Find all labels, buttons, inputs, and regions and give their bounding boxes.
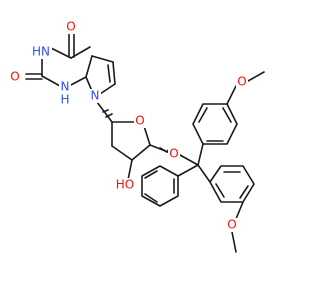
bond (215, 183, 225, 198)
bond (85, 55, 93, 78)
bond (102, 109, 109, 113)
atom-label-oxygen: O (66, 20, 75, 34)
bond (127, 159, 133, 181)
bond (144, 170, 158, 179)
bond (159, 147, 168, 153)
glycosidic-bond (96, 101, 113, 123)
bond (144, 193, 158, 203)
trityl-center (177, 143, 211, 183)
atom-label-nitrogen: N (91, 89, 100, 103)
lower-anisyl-ring (209, 165, 255, 253)
bond (179, 154, 199, 166)
bond (68, 76, 87, 87)
molecule-canvas: O HN O N H N O HO O O O (9, 20, 265, 253)
upper-anisyl-ring (192, 71, 265, 145)
bond (198, 107, 208, 123)
bond (226, 85, 237, 105)
bond (85, 76, 93, 92)
bond (177, 164, 199, 177)
atom-label-oxygen: O (169, 147, 178, 161)
atom-label-oxygen: O (227, 218, 236, 232)
atom-label-oxygen: O (237, 75, 246, 89)
pyrrole-ring (85, 55, 116, 95)
bond (222, 107, 232, 123)
bond (209, 165, 255, 203)
bond (192, 103, 238, 145)
atom-label-oxygen: O (10, 70, 19, 84)
atom-label-nh: HN (32, 45, 50, 59)
bond (107, 64, 111, 83)
bond (99, 83, 116, 95)
bond (247, 71, 265, 82)
bond (131, 144, 151, 161)
bond (105, 113, 113, 118)
phenyl-ring (141, 165, 179, 207)
bond (197, 164, 211, 183)
atom-label-hydroxyl: HO (116, 178, 134, 192)
bond (91, 55, 114, 63)
structure-diagram: O HN O N H N O HO O O O (9, 20, 265, 253)
bond (41, 75, 61, 87)
atom-label-oxygen: O (135, 114, 144, 128)
bond (143, 125, 151, 146)
bond (111, 145, 133, 161)
atom-labels: O HN O N H N O HO O O O (9, 20, 248, 232)
bond (141, 165, 179, 207)
atom-label-nitrogen: N (61, 80, 70, 94)
pyrimidine-ring (25, 32, 93, 87)
furanose-ring (111, 121, 169, 181)
bond (239, 185, 249, 199)
atom-label-hydrogen: H (60, 93, 69, 107)
bond (48, 46, 72, 59)
bond (112, 61, 116, 85)
bond (197, 143, 204, 166)
bond (231, 231, 237, 253)
bond (235, 201, 244, 220)
